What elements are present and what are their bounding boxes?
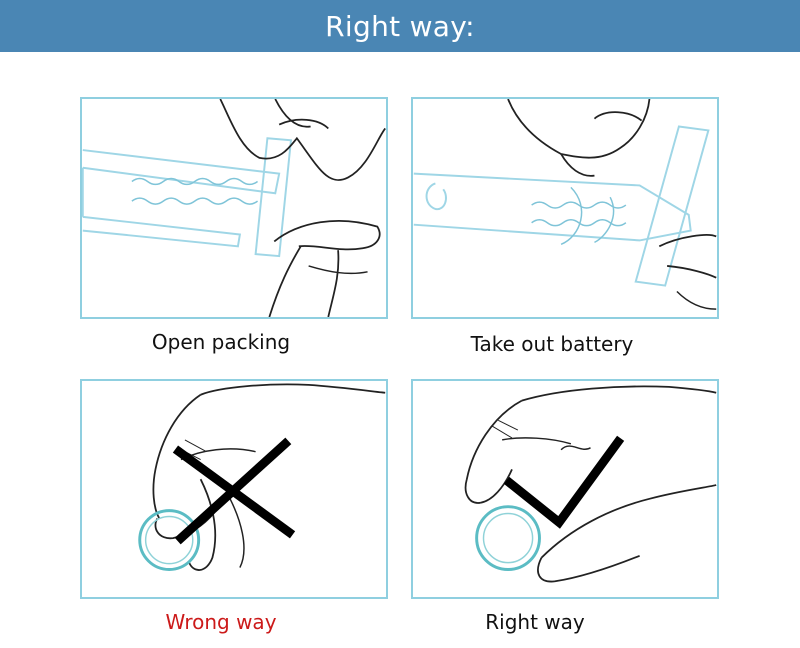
wrong-way-drawing (138, 383, 386, 571)
right-way-drawing (464, 385, 717, 583)
caption-open-packing: Open packing (151, 330, 291, 354)
open-packing-drawing (82, 99, 386, 317)
battery-ring (138, 509, 201, 571)
caption-right-way: Right way (485, 610, 585, 634)
take-out-battery-drawing (413, 99, 717, 310)
step-wrong-way-illustration (80, 379, 388, 599)
caption-wrong-way: Wrong way (165, 610, 277, 634)
step-open-packing-illustration (80, 97, 388, 319)
caption-take-out-battery: Take out battery (470, 332, 634, 356)
step-take-out-battery-illustration (411, 97, 719, 319)
check-mark-icon (503, 435, 625, 529)
banner-title: Right way: (325, 9, 475, 43)
battery-ring (475, 505, 541, 571)
cross-mark-icon (172, 437, 296, 545)
header-banner: Right way: (0, 0, 800, 52)
step-right-way-illustration (411, 379, 719, 599)
